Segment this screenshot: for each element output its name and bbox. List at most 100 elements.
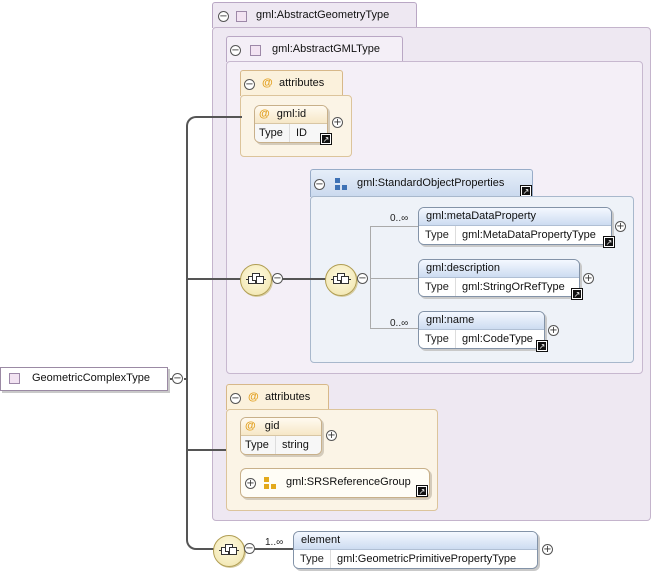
expand-icon[interactable]: + bbox=[332, 117, 343, 128]
gid-name: gid bbox=[264, 420, 280, 432]
collapse-icon[interactable]: − bbox=[357, 273, 368, 284]
link-icon[interactable]: ↗ bbox=[320, 133, 332, 145]
group-icon bbox=[335, 178, 347, 190]
root-type-label: GeometricComplexType bbox=[32, 372, 150, 384]
type-value: string bbox=[275, 436, 309, 454]
connector bbox=[252, 548, 296, 550]
gml-id-name: gml:id bbox=[276, 108, 307, 120]
expand-icon[interactable]: + bbox=[615, 221, 626, 232]
abstract-gml-type-tab: − gml:AbstractGMLType bbox=[226, 36, 403, 62]
sequence-icon[interactable] bbox=[325, 264, 357, 296]
root-type-box[interactable]: GeometricComplexType bbox=[0, 367, 168, 391]
connector bbox=[282, 278, 326, 280]
type-value: gml:GeometricPrimitivePropertyType bbox=[330, 550, 516, 568]
geometry-attributes-tab: − @ attributes bbox=[226, 384, 329, 410]
connector-curve-top bbox=[186, 116, 206, 146]
element-name: gml:name bbox=[426, 314, 475, 326]
complex-type-icon bbox=[236, 11, 247, 22]
connector bbox=[186, 449, 228, 451]
connector bbox=[164, 378, 172, 380]
link-icon[interactable]: ↗ bbox=[520, 185, 532, 197]
collapse-icon[interactable]: − bbox=[230, 393, 241, 404]
gid-attribute[interactable]: @ gid Type string bbox=[240, 417, 322, 455]
cardinality-label: 0..∞ bbox=[390, 318, 409, 329]
attribute-group-icon bbox=[264, 477, 276, 489]
element-description[interactable]: gml:description Type gml:StringOrRefType bbox=[418, 259, 580, 297]
collapse-icon[interactable]: − bbox=[244, 543, 255, 554]
branch-line bbox=[370, 226, 371, 328]
attribute-type-row: Type ID bbox=[255, 124, 327, 142]
type-key: Type bbox=[425, 229, 449, 241]
element-name: element bbox=[301, 534, 341, 546]
gml-attributes-tab: − @ attributes bbox=[240, 70, 343, 96]
type-key: Type bbox=[245, 439, 269, 451]
link-icon[interactable]: ↗ bbox=[571, 288, 583, 300]
type-value: ID bbox=[289, 124, 307, 142]
expand-icon[interactable]: + bbox=[542, 544, 553, 555]
element-header: gml:metaDataProperty bbox=[419, 208, 611, 226]
connector bbox=[186, 278, 242, 280]
srs-reference-group[interactable]: + gml:SRSReferenceGroup ↗ bbox=[240, 468, 430, 498]
link-icon[interactable]: ↗ bbox=[416, 485, 428, 497]
type-value: gml:StringOrRefType bbox=[455, 278, 565, 296]
element-type-row: Type gml:CodeType bbox=[419, 330, 544, 348]
element-header: gml:name bbox=[419, 312, 544, 330]
collapse-icon[interactable]: − bbox=[218, 11, 229, 22]
expand-icon[interactable]: + bbox=[326, 430, 337, 441]
srs-reference-group-label: gml:SRSReferenceGroup bbox=[286, 476, 411, 488]
branch-line bbox=[370, 278, 418, 279]
attribute-header: @ gid bbox=[241, 418, 321, 436]
collapse-icon[interactable]: − bbox=[172, 373, 183, 384]
type-key: Type bbox=[425, 333, 449, 345]
element-geometric-primitive[interactable]: element Type gml:GeometricPrimitivePrope… bbox=[293, 531, 538, 569]
link-icon[interactable]: ↗ bbox=[536, 340, 548, 352]
attribute-icon: @ bbox=[259, 108, 270, 120]
connector bbox=[204, 116, 242, 118]
sequence-icon[interactable] bbox=[213, 535, 245, 567]
type-key: Type bbox=[259, 127, 283, 139]
type-value: gml:CodeType bbox=[455, 330, 533, 348]
element-header: element bbox=[294, 532, 537, 550]
branch-line bbox=[370, 328, 418, 329]
abstract-gml-type-label: gml:AbstractGMLType bbox=[272, 43, 380, 55]
attribute-icon: @ bbox=[262, 77, 273, 89]
standard-object-properties-label: gml:StandardObjectProperties bbox=[357, 177, 505, 189]
type-value: gml:MetaDataPropertyType bbox=[455, 226, 596, 244]
collapse-icon[interactable]: − bbox=[314, 179, 325, 190]
attribute-header: @ gml:id bbox=[255, 106, 327, 124]
connector-curve-bottom bbox=[186, 528, 216, 550]
expand-icon[interactable]: + bbox=[583, 273, 594, 284]
element-metadata-property[interactable]: gml:metaDataProperty Type gml:MetaDataPr… bbox=[418, 207, 612, 245]
complex-type-icon bbox=[250, 45, 261, 56]
element-type-row: Type gml:GeometricPrimitivePropertyType bbox=[294, 550, 537, 568]
type-key: Type bbox=[425, 281, 449, 293]
branch-line bbox=[370, 226, 418, 227]
standard-object-properties-tab: − gml:StandardObjectProperties ↗ bbox=[310, 169, 533, 197]
link-icon[interactable]: ↗ bbox=[603, 236, 615, 248]
attribute-icon: @ bbox=[248, 391, 259, 403]
collapse-icon[interactable]: − bbox=[230, 45, 241, 56]
geometry-attributes-label: attributes bbox=[265, 391, 311, 403]
abstract-geometry-type-label: gml:AbstractGeometryType bbox=[256, 9, 390, 21]
element-name-node[interactable]: gml:name Type gml:CodeType bbox=[418, 311, 545, 349]
expand-icon[interactable]: + bbox=[548, 325, 559, 336]
cardinality-label: 0..∞ bbox=[390, 213, 409, 224]
collapse-icon[interactable]: − bbox=[272, 273, 283, 284]
abstract-geometry-type-tab: − gml:AbstractGeometryType bbox=[212, 2, 417, 28]
element-type-row: Type gml:MetaDataPropertyType bbox=[419, 226, 611, 244]
element-header: gml:description bbox=[419, 260, 579, 278]
element-name: gml:metaDataProperty bbox=[426, 210, 537, 222]
gml-attributes-label: attributes bbox=[279, 77, 325, 89]
element-name: gml:description bbox=[426, 262, 500, 274]
connector bbox=[186, 144, 188, 540]
element-type-row: Type gml:StringOrRefType bbox=[419, 278, 579, 296]
attribute-icon: @ bbox=[245, 420, 256, 432]
type-key: Type bbox=[300, 553, 324, 565]
expand-icon[interactable]: + bbox=[245, 478, 256, 489]
complex-type-icon bbox=[9, 373, 20, 384]
cardinality-label: 1..∞ bbox=[265, 537, 284, 548]
gml-id-attribute[interactable]: @ gml:id Type ID bbox=[254, 105, 328, 143]
collapse-icon[interactable]: − bbox=[244, 79, 255, 90]
attribute-type-row: Type string bbox=[241, 436, 321, 454]
sequence-icon[interactable] bbox=[240, 264, 272, 296]
